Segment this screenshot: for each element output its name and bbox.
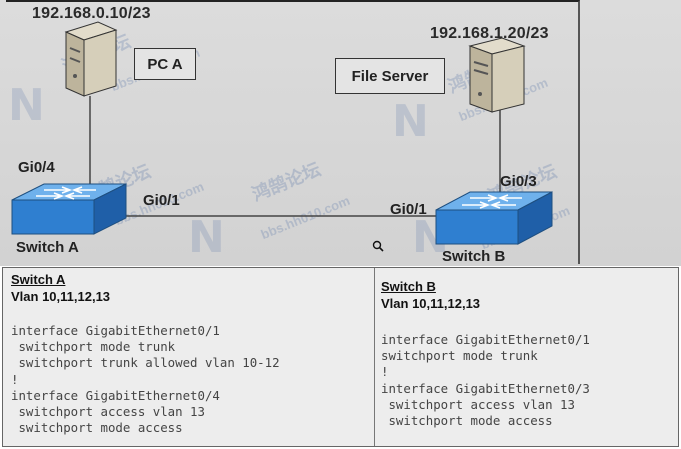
watermark-logo: N [8,80,45,131]
switch-b-label: Switch B [442,248,506,265]
switch-a-icon [11,183,127,235]
switch-a-config-code: interface GigabitEthernet0/1 switchport … [11,323,280,436]
switch-a-config-title: Switch A [11,272,66,287]
switch-b-port-gi01: Gi0/1 [390,201,427,218]
file-server-ip-address: 192.168.1.20/23 [430,25,549,42]
switch-a-config-panel: Switch A Vlan 10,11,12,13 interface Giga… [3,268,375,446]
switch-b-vlan-list: Vlan 10,11,12,13 [381,296,481,311]
switch-a-config-line: interface GigabitEthernet0/4 [11,387,220,403]
pc-tower-icon [64,21,118,97]
pc-a-label: PC A [134,48,196,80]
switch-a-config-line: ! [11,371,19,387]
switch-b-config-line: switchport mode trunk [381,348,538,364]
switch-a-config-line: switchport access vlan 13 [11,404,205,420]
network-topology-diagram: N N N N 鸿鹄论坛 bbs.hh010.com 鸿鹄论坛 bbs.hh01… [0,0,681,266]
switch-b-config-line: ! [381,364,389,380]
switch-b-config-line: switchport mode access [381,413,553,429]
switch-a-config-line: switchport mode access [11,420,183,436]
watermark-logo: N [392,96,429,147]
switch-b-config-panel: Switch B Vlan 10,11,12,13 interface Giga… [375,268,678,446]
switch-b-config-line: interface GigabitEthernet0/1 [381,332,590,347]
switch-a-config-line: switchport mode trunk [11,339,176,355]
switch-a-config-line: interface GigabitEthernet0/1 [11,323,220,338]
switch-b-config-title: Switch B [381,279,436,294]
file-server-label: File Server [335,58,445,94]
switch-b-icon [435,191,553,245]
switch-b-config-line: switchport access vlan 13 [381,396,575,412]
watermark-logo: N [188,212,225,263]
switch-a-port-gi01: Gi0/1 [143,192,180,209]
connection-lines [89,96,501,217]
zoom-cursor-icon [372,240,384,252]
file-server-icon [468,37,526,113]
switch-config-table: Switch A Vlan 10,11,12,13 interface Giga… [2,267,679,447]
switch-a-config-line: switchport trunk allowed vlan 10-12 [11,355,280,371]
diagram-frame [6,0,580,264]
switch-a-label: Switch A [16,239,79,256]
pc-a-ip-address: 192.168.0.10/23 [32,5,151,22]
switch-b-config-line: interface GigabitEthernet0/3 [381,380,590,396]
switch-a-vlan-list: Vlan 10,11,12,13 [11,289,111,304]
switch-b-port-gi03: Gi0/3 [500,173,537,190]
switch-a-port-gi04: Gi0/4 [18,159,55,176]
